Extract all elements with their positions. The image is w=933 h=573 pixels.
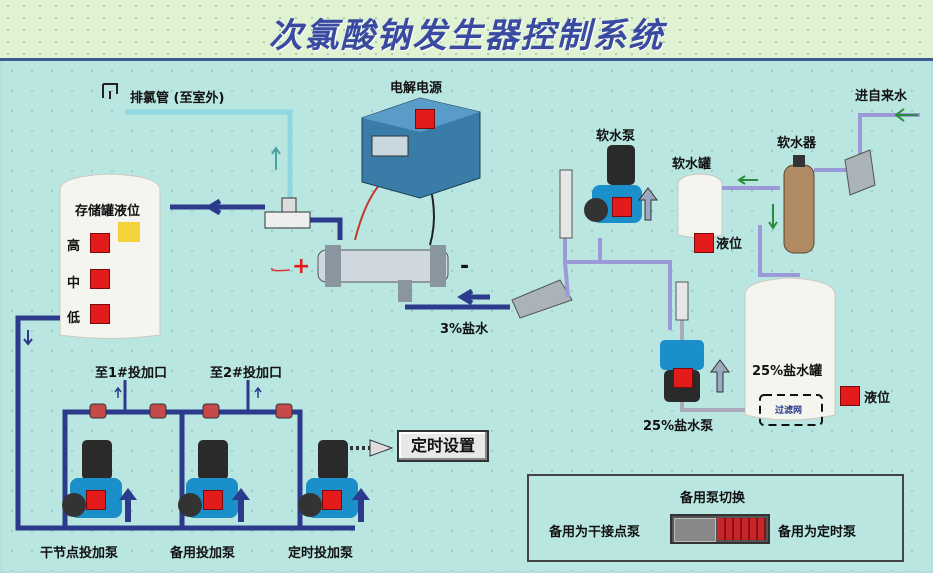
softener-pump-label: 软水泵 [596, 129, 636, 144]
timer-link-icon [350, 439, 394, 457]
timer-setting-button[interactable]: 定时设置 [397, 430, 489, 462]
backup-pump-toggle[interactable] [670, 514, 770, 544]
port1-arrow-icon [114, 386, 122, 398]
exhaust-outlet-icon [102, 83, 118, 99]
inlet-strainer [844, 149, 876, 196]
dry-pump-indicator[interactable] [86, 490, 106, 510]
port1-label: 至1#投加口 [95, 366, 167, 381]
page-title: 次氯酸钠发生器控制系统 [268, 16, 665, 56]
storage-level-high-indicator[interactable] [90, 233, 110, 253]
supply-flow-arrow-icon [23, 330, 33, 346]
level-high-label: 高 [67, 239, 81, 254]
exhaust-label: 排氯管 (至室外) [130, 91, 225, 106]
water-softener [783, 164, 815, 254]
flowmeter [559, 169, 573, 239]
brine-pump-pipe [680, 300, 745, 412]
brine-tank [744, 277, 836, 421]
softener-outflow-arrow-icon [768, 204, 778, 230]
dry-pump-arrow-icon [119, 488, 137, 522]
backup-switch-title: 备用泵切换 [680, 491, 746, 506]
inlet-pipe [814, 113, 920, 172]
level-low-label: 低 [67, 311, 81, 326]
backup-switch-left-label: 备用为干接点泵 [549, 525, 641, 540]
cell-gas-pipe [308, 217, 343, 240]
electrolytic-cell [317, 245, 449, 302]
backup-pump-indicator[interactable] [203, 490, 223, 510]
inlet-label: 进自来水 [855, 89, 908, 104]
toggle-left-segment [674, 518, 716, 542]
separator-cap [281, 197, 297, 213]
header-bar: 次氯酸钠发生器控制系统 [0, 0, 933, 61]
exhaust-flow-arrow-icon [271, 146, 281, 170]
filter-screen [759, 394, 823, 426]
inlet-flow-arrow-icon [894, 108, 918, 122]
storage-level-label: 存储罐液位 [75, 204, 141, 219]
timer-pump-label: 定时投加泵 [288, 546, 354, 561]
storage-level-mid-indicator[interactable] [90, 269, 110, 289]
dry-pump-label: 干节点投加泵 [40, 546, 119, 561]
soft-water-tank [677, 173, 723, 238]
level-mid-label: 中 [67, 276, 81, 291]
timer-pump-arrow-icon [352, 488, 370, 522]
mixer [511, 279, 573, 319]
soft-tank-label: 软水罐 [672, 157, 712, 172]
tank-label-sticker [118, 222, 140, 242]
brine-pump-arrow-icon [710, 359, 730, 393]
storage-flow-arrow-icon [205, 198, 240, 216]
backup-switch-right-label: 备用为定时泵 [778, 525, 857, 540]
exhaust-pipe [125, 109, 293, 200]
brine-tank-label: 25%盐水罐 [752, 364, 823, 379]
brine-pump-indicator[interactable] [673, 368, 693, 388]
timer-pump-indicator[interactable] [322, 490, 342, 510]
brine-pump-label: 25%盐水泵 [643, 419, 714, 434]
soft-tank-level-label: 液位 [716, 237, 743, 252]
brine-tank-level-indicator[interactable] [840, 386, 860, 406]
filter-label: 过滤网 [775, 406, 803, 416]
brine3-flow-arrow-icon [457, 288, 490, 306]
power-supply-indicator[interactable] [415, 109, 435, 129]
brine3-label: 3%盐水 [440, 322, 489, 337]
gas-separator [264, 211, 311, 229]
storage-tank [59, 173, 161, 339]
brine-flowmeter [675, 281, 689, 321]
soft-tank-inflow-arrow-icon [737, 175, 758, 185]
negative-terminal-label: - [460, 254, 470, 279]
port2-label: 至2#投加口 [210, 366, 282, 381]
soft-tank-level-indicator[interactable] [694, 233, 714, 253]
manifold-valves [89, 403, 293, 419]
pump-up-arrows [119, 488, 370, 522]
timer-pump [298, 440, 358, 518]
storage-level-low-indicator[interactable] [90, 304, 110, 324]
dosing-supply-pipe [15, 315, 355, 531]
softener-pump-indicator[interactable] [612, 197, 632, 217]
power-supply-label: 电解电源 [390, 81, 443, 96]
positive-terminal-label: + [292, 254, 311, 279]
softener-label: 软水器 [777, 136, 817, 151]
port2-arrow-icon [254, 386, 262, 398]
backup-pump-arrow-icon [232, 488, 250, 522]
backup-pump-label: 备用投加泵 [170, 546, 236, 561]
brine-tank-level-label: 液位 [864, 391, 891, 406]
softener-pump-arrow-icon [638, 187, 658, 221]
toggle-right-segment [718, 518, 766, 540]
softener-pump [584, 145, 642, 223]
